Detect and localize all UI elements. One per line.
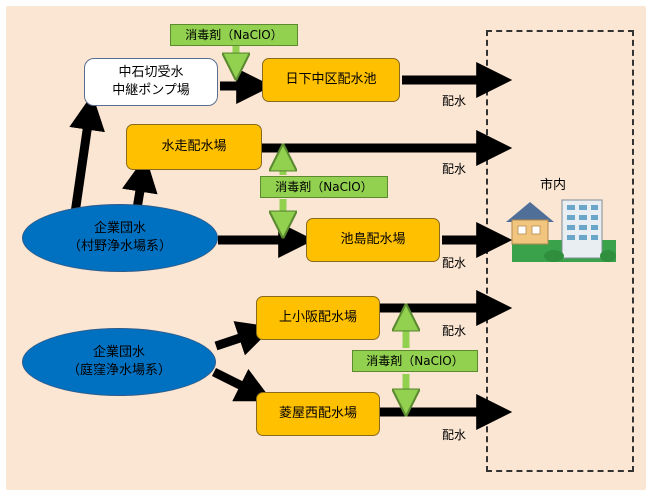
facility-hishiyanishi: 菱屋西配水場 <box>256 392 380 436</box>
facility-ikeshima: 池島配水場 <box>306 218 440 262</box>
distribution-label-3: 配水 <box>442 256 467 270</box>
facility-kusaka: 日下中区配水池 <box>262 58 400 102</box>
source-murano: 企業団水 （村野浄水場系） <box>22 204 218 272</box>
arrow-niwakubo-to-kamikosaka <box>214 321 274 356</box>
disinfectant-box-top: 消毒剤（NaClO） <box>170 24 298 46</box>
disinfectant-box-bottom: 消毒剤（NaClO） <box>352 350 478 372</box>
disinfectant-box-middle: 消毒剤（NaClO） <box>260 176 388 198</box>
distribution-label-5: 配水 <box>442 428 467 442</box>
city-icon <box>506 199 616 262</box>
relay-station-box: 中石切受水 中継ポンプ場 <box>84 58 218 106</box>
source-niwakubo: 企業団水 （庭窪浄水場系） <box>22 328 216 396</box>
city-label: 市内 <box>540 178 567 193</box>
facility-mizuhashiri: 水走配水場 <box>126 124 262 170</box>
distribution-label-2: 配水 <box>442 162 467 176</box>
arrow-murano-to-relay <box>69 93 105 221</box>
distribution-label-4: 配水 <box>442 324 467 338</box>
distribution-label-1: 配水 <box>442 94 467 108</box>
facility-kamikosaka: 上小阪配水場 <box>256 296 380 340</box>
arrow-niwakubo-to-hishiyanishi <box>211 367 273 402</box>
